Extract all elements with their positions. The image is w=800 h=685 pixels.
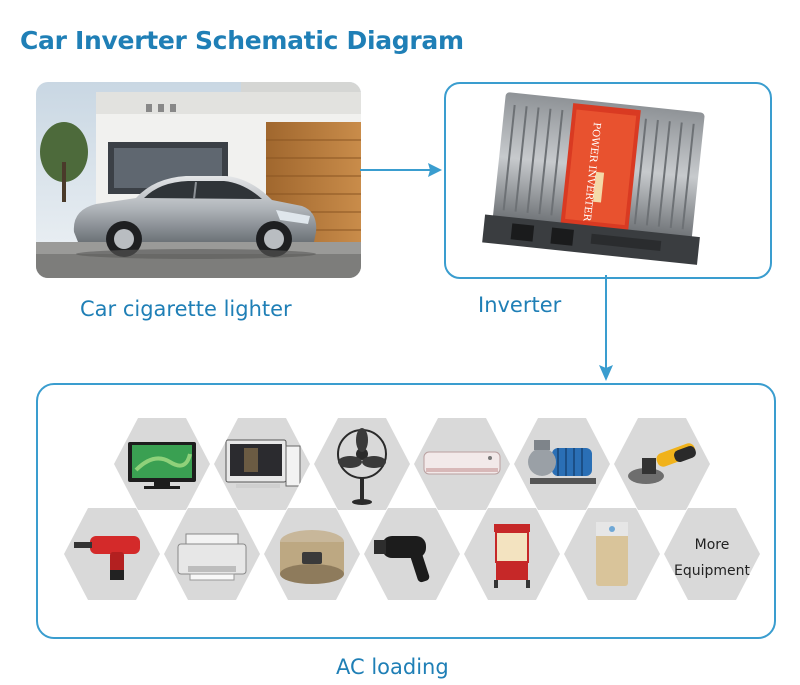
popcorn-machine-icon (494, 524, 530, 588)
water-pump-hex (514, 418, 610, 510)
equipment-label: Equipment (674, 563, 750, 579)
car-photo (36, 82, 361, 278)
hair-dryer-icon (374, 536, 430, 583)
ac-loading-label: AC loading (336, 655, 449, 679)
arrow-down (599, 275, 613, 381)
arrow-right (360, 163, 442, 177)
computer-icon (225, 439, 301, 488)
fan-icon (337, 428, 387, 505)
page-title: Car Inverter Schematic Diagram (20, 26, 464, 55)
inverter-device-image: POWER INVERTER (482, 92, 705, 265)
air-purifier-icon (596, 522, 628, 586)
inverter-label: Inverter (478, 293, 562, 317)
tv-icon (128, 442, 196, 489)
angle-grinder-hex (614, 418, 710, 510)
computer-hex (214, 418, 310, 510)
air-conditioner-hex (414, 418, 510, 510)
angle-grinder-icon (628, 443, 696, 484)
car-label: Car cigarette lighter (80, 297, 292, 321)
rice-cooker-icon (280, 530, 344, 584)
inverter-box: POWER INVERTER (444, 82, 772, 279)
air-conditioner-icon (423, 451, 501, 475)
more-label: More (694, 537, 730, 553)
drill-icon (74, 536, 140, 580)
printer-icon (177, 533, 247, 581)
tv-hex (114, 418, 210, 510)
fan-hex (314, 418, 410, 510)
water-pump-icon (528, 440, 596, 484)
